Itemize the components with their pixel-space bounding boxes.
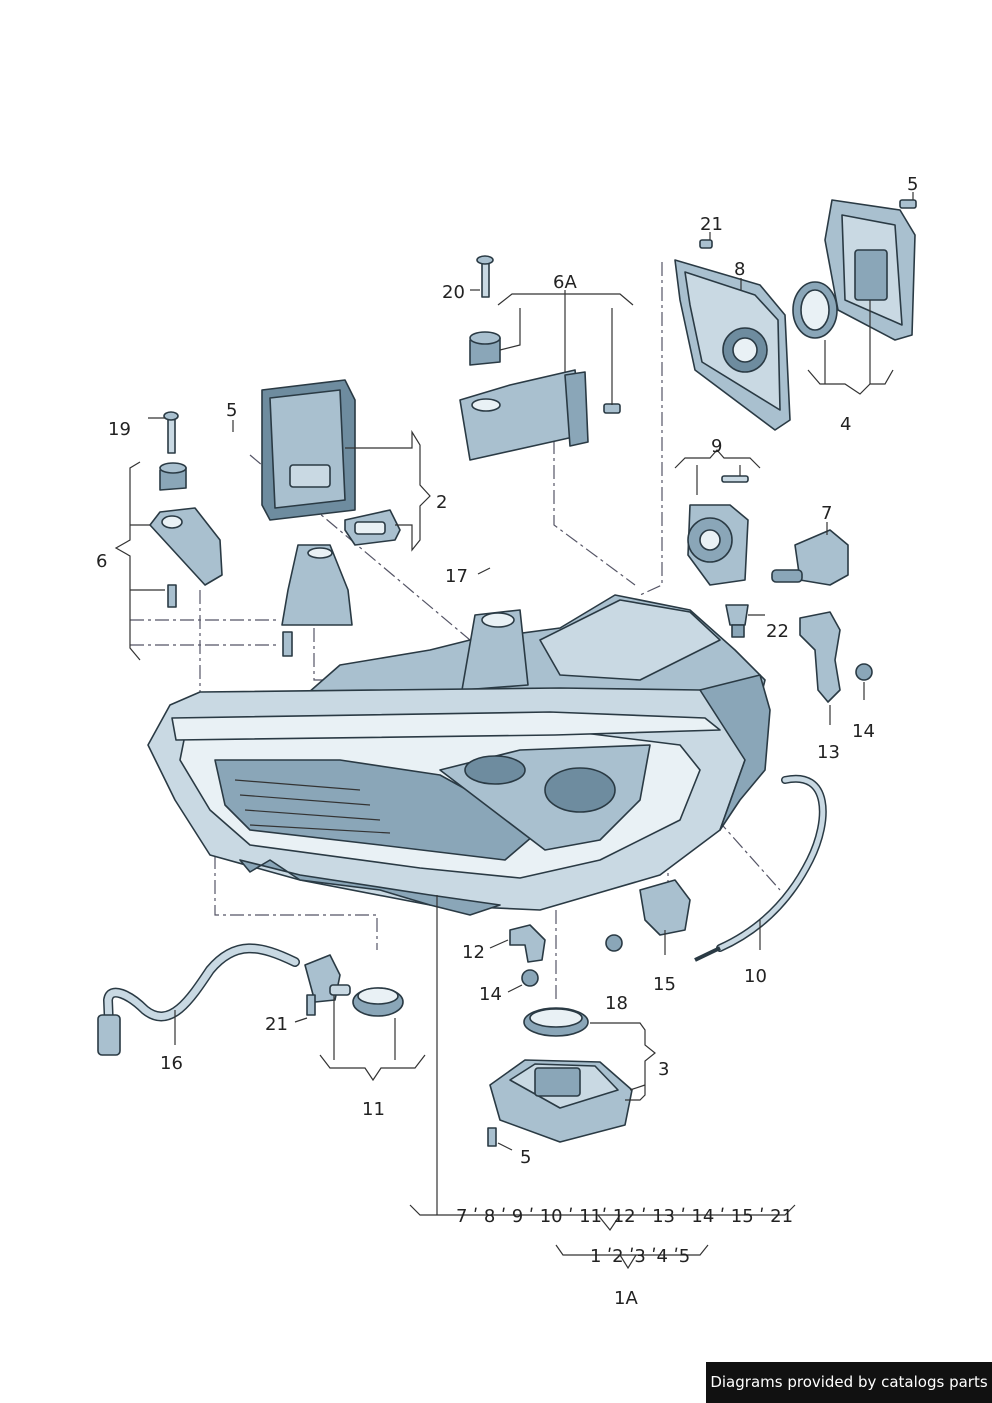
part-6-bracket (149, 411, 353, 657)
callout-11: 11 (362, 1099, 385, 1120)
part-3-ballast (487, 1007, 633, 1147)
part-15-clip (605, 879, 691, 952)
part-11-socket (304, 954, 404, 1017)
part-2-control-unit (261, 379, 401, 546)
callout-10: 10 (744, 966, 767, 987)
callout-16: 16 (160, 1053, 183, 1074)
callout-14-right: 14 (852, 721, 875, 742)
part-10-cable (694, 774, 827, 962)
callout-labels: 5 21 8 6A 20 4 5 19 9 2 7 6 17 22 14 13 … (96, 174, 918, 1309)
callout-4: 4 (840, 414, 851, 435)
callout-21-top: 21 (700, 214, 723, 235)
callout-18: 18 (605, 993, 628, 1014)
callout-2: 2 (436, 492, 447, 513)
callout-5-top-right: 5 (907, 174, 918, 195)
callout-22: 22 (766, 621, 789, 642)
callout-5-mid: 5 (226, 400, 237, 421)
part-7-bulb-socket (771, 529, 849, 586)
callout-13: 13 (817, 742, 840, 763)
part-8-cover (674, 239, 791, 431)
bottom-group-row-1: 7 ʹ 8 ʹ 9 ʹ 10 ʹ 11ʹ 12 ʹ 13 ʹ 14 ʹ 15 ʹ… (456, 1206, 793, 1227)
callout-19: 19 (108, 419, 131, 440)
callout-6: 6 (96, 551, 107, 572)
callout-3: 3 (658, 1059, 669, 1080)
callout-5-bottom: 5 (520, 1147, 531, 1168)
callout-14-bottom: 14 (479, 984, 502, 1005)
headlamp-housing (147, 594, 771, 916)
part-4-ballast (792, 199, 917, 341)
callout-6A: 6A (553, 272, 577, 293)
callout-7: 7 (821, 503, 832, 524)
callout-15: 15 (653, 974, 676, 995)
bottom-group-row-2: 1 ʹ2 ʹ3 ʹ4 ʹ5 (590, 1246, 690, 1267)
callout-1A: 1A (614, 1288, 638, 1309)
callout-17: 17 (445, 566, 468, 587)
leader-lines (114, 192, 914, 1270)
part-9-motor (687, 475, 749, 586)
callout-12: 12 (462, 942, 485, 963)
part-12-elbow (509, 924, 546, 987)
callout-21-bottom: 21 (265, 1014, 288, 1035)
part-13-hose (799, 611, 873, 703)
part-16-hose (97, 943, 300, 1056)
part-6A-bracket (459, 255, 621, 461)
part-22-cap (725, 604, 749, 638)
callout-8: 8 (734, 259, 745, 280)
footer-credit: Diagrams provided by catalogs parts (706, 1362, 992, 1403)
callout-20: 20 (442, 282, 465, 303)
callout-9: 9 (711, 436, 722, 457)
